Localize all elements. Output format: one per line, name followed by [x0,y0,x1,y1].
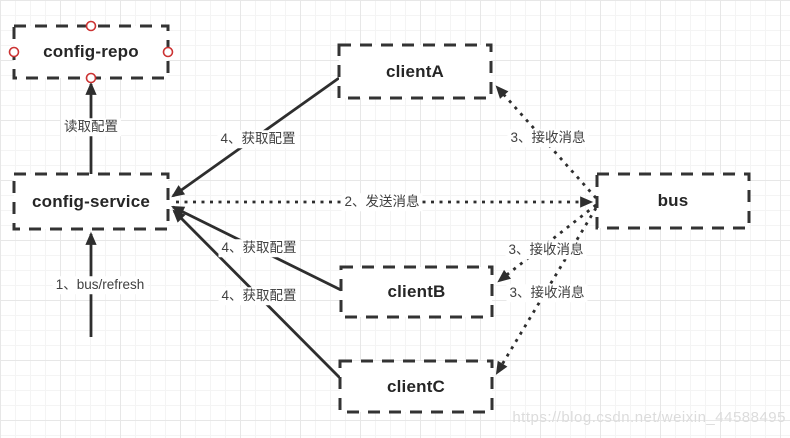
edge-clientA-get-config[interactable] [171,76,340,198]
node-bus[interactable] [595,172,751,230]
edge-clientA-receive[interactable] [495,85,598,199]
edge-clientB-receive[interactable] [497,203,597,283]
watermark: https://blog.csdn.net/weixin_44588495 [512,409,786,426]
node-clientB[interactable] [339,265,494,319]
node-config-service[interactable] [12,172,170,231]
node-clientA[interactable] [337,43,493,100]
node-config-repo[interactable] [12,24,170,80]
connection-handle-top-config-repo[interactable] [85,20,97,32]
edge-clientC-get-config[interactable] [172,209,341,379]
connection-handle-bottom-config-repo[interactable] [85,72,97,84]
node-clientC[interactable] [338,359,494,414]
edge-clientC-receive[interactable] [495,207,598,375]
connection-handle-left-config-repo[interactable] [8,46,20,58]
connection-handle-right-config-repo[interactable] [162,46,174,58]
edge-clientB-get-config[interactable] [171,205,342,292]
